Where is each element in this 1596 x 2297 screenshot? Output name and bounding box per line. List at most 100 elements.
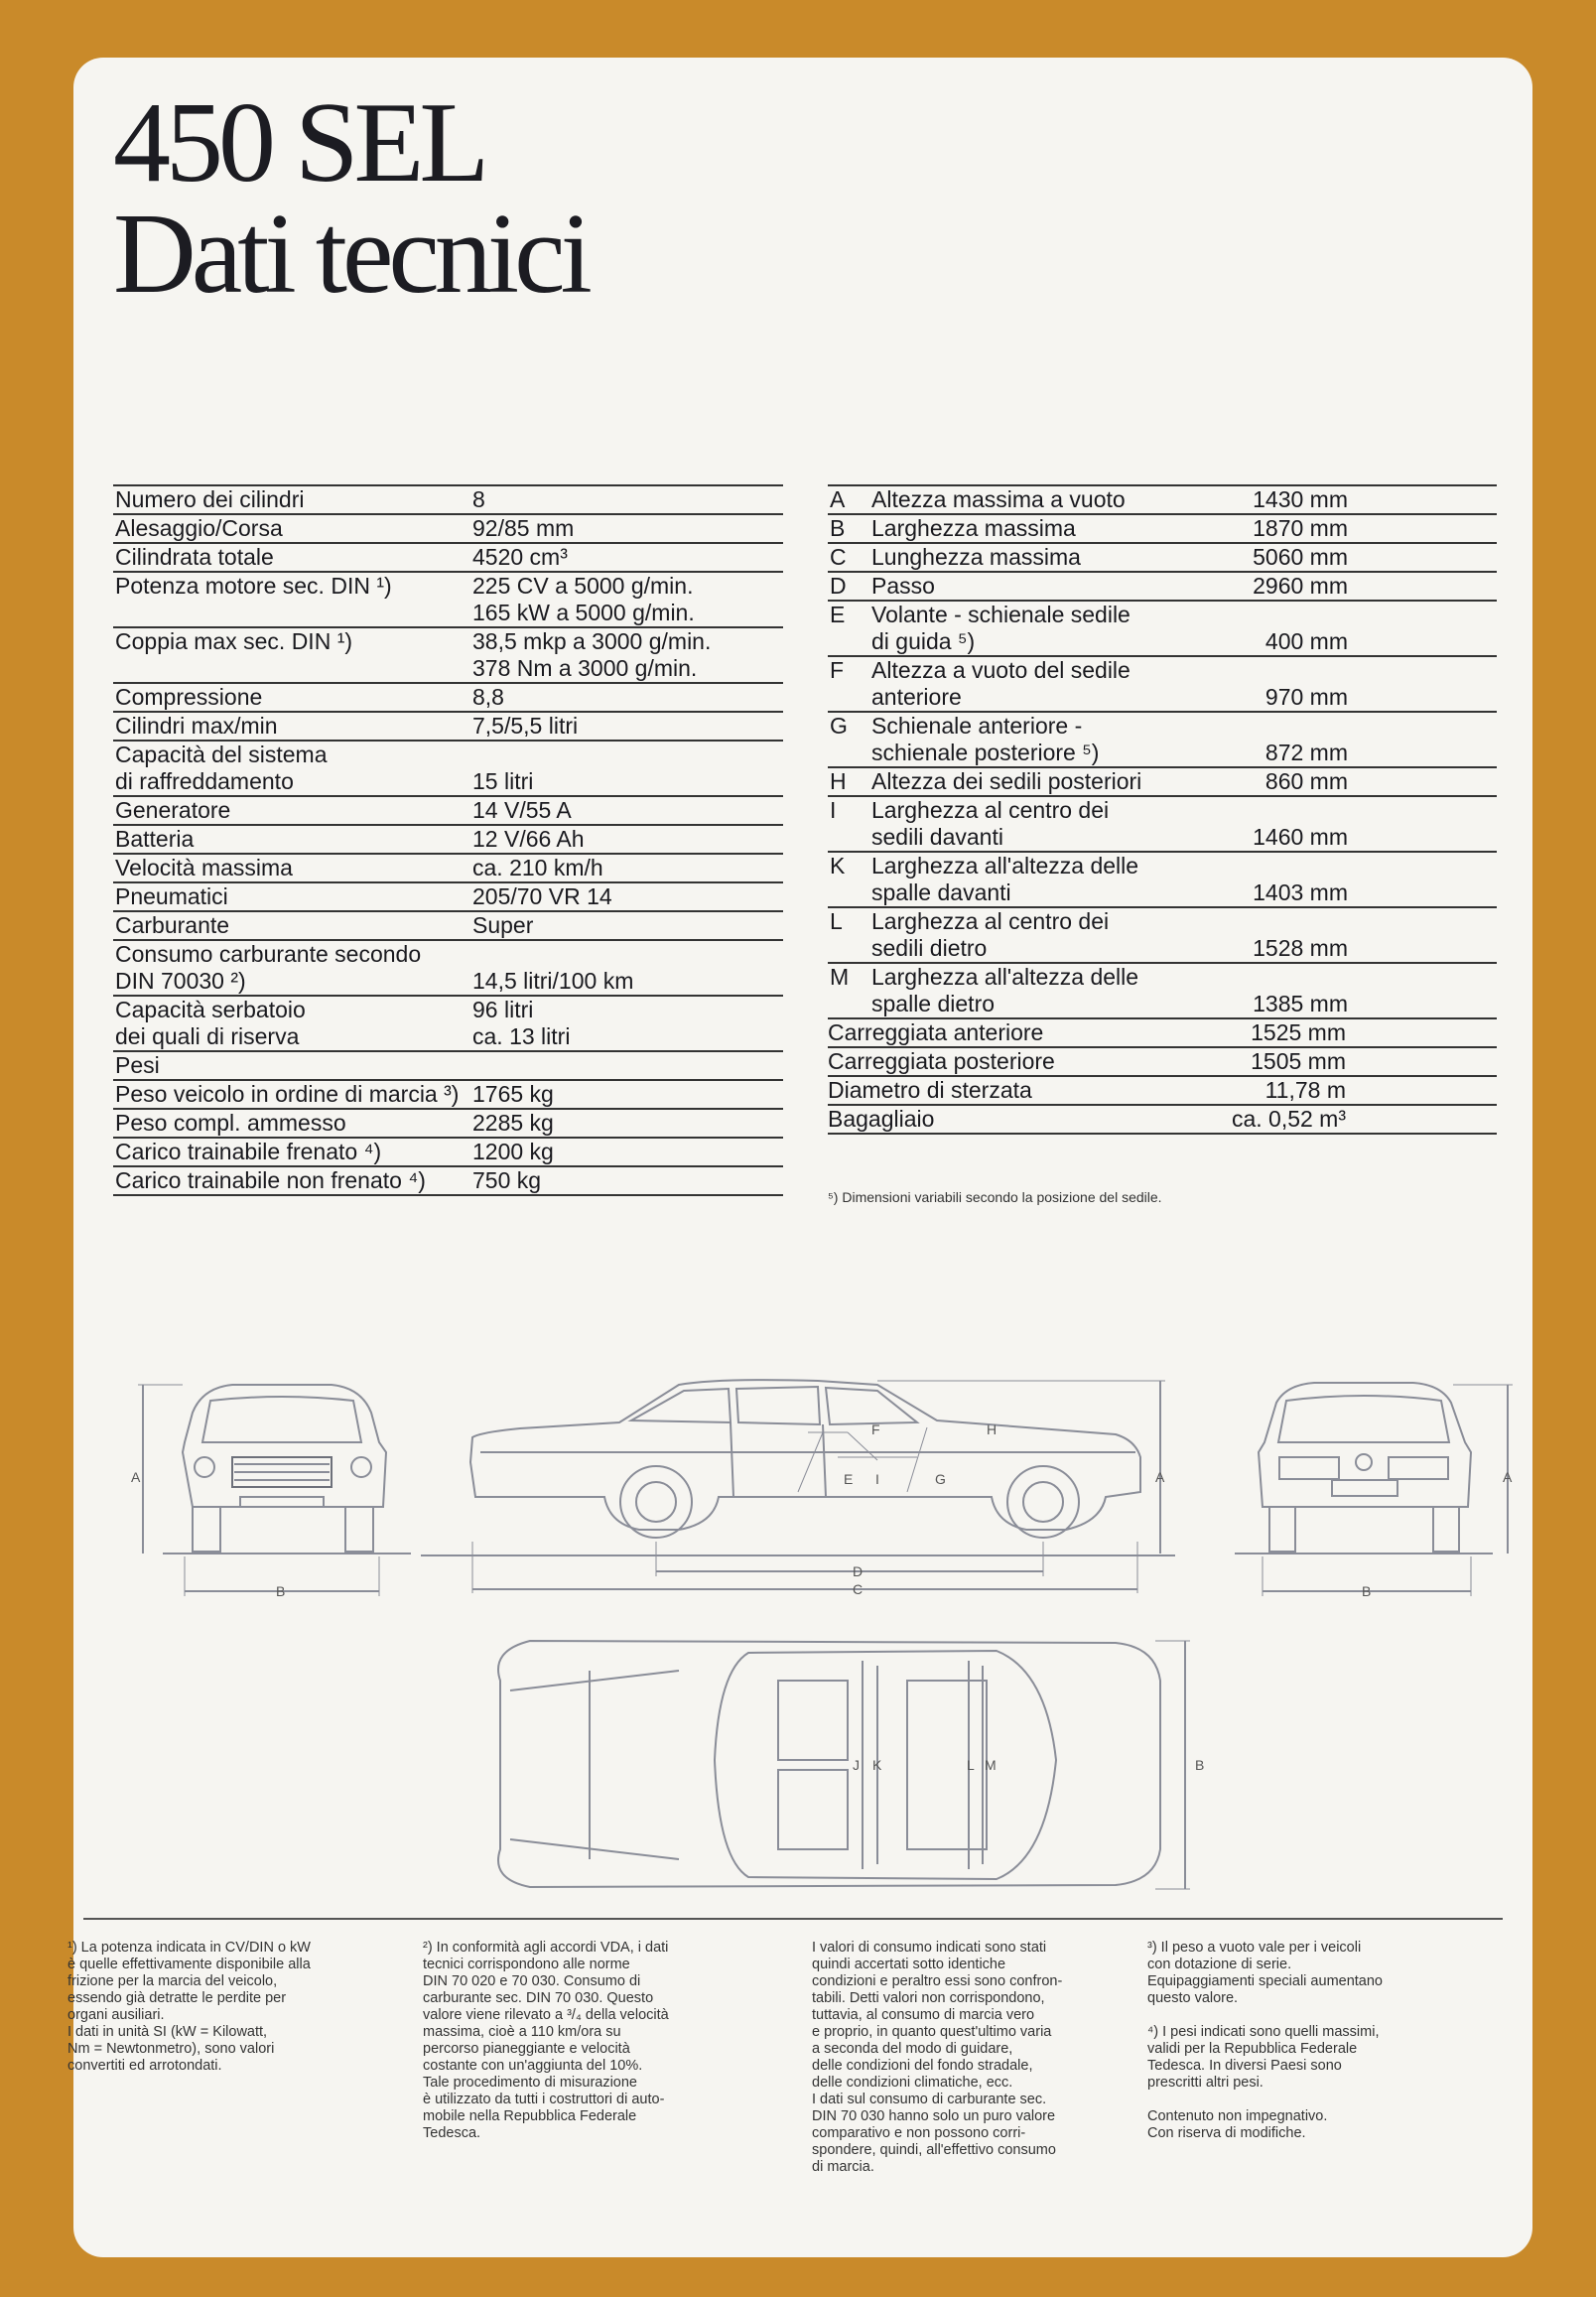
- spec-label: Numero dei cilindri: [115, 486, 305, 512]
- dim-label-m: M: [985, 1757, 997, 1773]
- spec-row: Peso veicolo in ordine di marcia ³) 1765 …: [113, 1079, 783, 1108]
- footnote-divider: [83, 1918, 1503, 1920]
- dim-label-c: C: [853, 1581, 863, 1597]
- spec-row: Carburante Super: [113, 910, 783, 939]
- seat-position-note: ⁵) Dimensioni variabili secondo la posiz…: [828, 1189, 1162, 1205]
- spec-row: Potenza motore sec. DIN ¹)225 CV a 5000 …: [113, 571, 783, 626]
- title-subtitle: Dati tecnici: [113, 191, 593, 318]
- dim-label-b-rear: B: [1362, 1583, 1371, 1599]
- spec-label: Carico trainabile non frenato ⁴): [115, 1167, 426, 1193]
- dim-label-e: E: [844, 1471, 853, 1487]
- spec-row: Pesi: [113, 1050, 783, 1079]
- dimension-label: Volante - schienale sedile di guida ⁵): [871, 602, 1130, 654]
- spec-label: Coppia max sec. DIN ¹): [115, 628, 353, 654]
- footnote-1: ¹) La potenza indicata in CV/DIN o kW è …: [67, 1940, 311, 2074]
- rear-view-drawing: [1235, 1382, 1513, 1596]
- spec-value: 15 litri: [472, 768, 534, 794]
- dim-label-d: D: [853, 1563, 863, 1579]
- dimension-value: 11,78 m: [1264, 1077, 1346, 1103]
- dimension-value: 5060 mm: [1253, 544, 1348, 570]
- dimension-letter: E: [830, 602, 846, 627]
- spec-value: 14,5 litri/100 km: [472, 968, 634, 994]
- dimension-label: Passo: [871, 573, 935, 599]
- dimension-label: Lunghezza massima: [871, 544, 1081, 570]
- dimension-value: 1460 mm: [1253, 824, 1348, 850]
- spec-value: 96 litri ca. 13 litri: [472, 997, 571, 1049]
- spec-value: 14 V/55 A: [472, 797, 572, 823]
- spec-row: Carico trainabile non frenato ⁴)750 kg: [113, 1165, 783, 1196]
- dimension-letter: A: [830, 486, 846, 512]
- spec-label: Carico trainabile frenato ⁴): [115, 1139, 382, 1164]
- dimension-value: 1403 mm: [1253, 879, 1348, 905]
- spec-row: Batteria 12 V/66 Ah: [113, 824, 783, 853]
- dimension-row: K Larghezza all'altezza delle spalle dava…: [828, 851, 1497, 906]
- dim-label-l: L: [967, 1757, 975, 1773]
- spec-label: Carburante: [115, 912, 230, 938]
- spec-value: 38,5 mkp a 3000 g/min. 378 Nm a 3000 g/m…: [472, 628, 712, 681]
- dimension-letter: D: [830, 573, 847, 599]
- dimension-value: 2960 mm: [1253, 573, 1348, 599]
- spec-sheet-card: 450 SEL Dati tecnici Numero dei cilindri…: [67, 58, 1532, 2257]
- dimension-label: Schienale anteriore - schienale posterio…: [871, 713, 1100, 765]
- spec-row: Coppia max sec. DIN ¹) 38,5 mkp a 3000 g/…: [113, 626, 783, 682]
- spec-label: Velocità massima: [115, 855, 293, 880]
- dimension-label: Larghezza all'altezza delle spalle davan…: [871, 853, 1139, 905]
- dimension-label: Larghezza all'altezza delle spalle dietr…: [871, 964, 1139, 1016]
- dimension-value: 1385 mm: [1253, 991, 1348, 1016]
- dim-label-i: I: [875, 1471, 879, 1487]
- dimension-label: Larghezza massima: [871, 515, 1076, 541]
- spec-value: 205/70 VR 14: [472, 883, 612, 909]
- dimension-label: Carreggiata anteriore: [828, 1019, 1044, 1045]
- dim-label-b-front: B: [276, 1583, 285, 1599]
- top-view-drawing: [497, 1639, 1190, 1890]
- spec-value: ca. 210 km/h: [472, 855, 603, 880]
- spec-value: Super: [472, 912, 534, 938]
- spec-label: Peso compl. ammesso: [115, 1110, 346, 1136]
- dimension-row: D Passo 2960 mm: [828, 571, 1497, 600]
- car-dimension-drawings: A B F H E I G A D C: [131, 1379, 1513, 1890]
- spec-label: Batteria: [115, 826, 195, 852]
- spec-label: Peso veicolo in ordine di marcia ³): [115, 1081, 460, 1107]
- dimension-value: 1528 mm: [1253, 935, 1348, 961]
- spec-label: Pneumatici: [115, 883, 228, 909]
- page-title: 450 SEL Dati tecnici: [113, 79, 593, 318]
- dimension-value: 872 mm: [1264, 740, 1348, 765]
- dimension-label: Larghezza al centro dei sedili dietro: [871, 908, 1110, 961]
- dim-label-j: J: [853, 1757, 860, 1773]
- dimension-letter: F: [830, 657, 845, 683]
- dimension-label: Larghezza al centro dei sedili davanti: [871, 797, 1110, 850]
- dimension-letter: K: [830, 853, 846, 878]
- dim-label-a-side: A: [1155, 1469, 1165, 1485]
- spec-value: 1200 kg: [472, 1139, 554, 1164]
- spec-value: 92/85 mm: [472, 515, 575, 541]
- spec-value: 2285 kg: [472, 1110, 554, 1136]
- spec-value: 12 V/66 Ah: [472, 826, 585, 852]
- dimension-letter: H: [830, 768, 847, 794]
- spec-row: Consumo carburante secondo DIN 70030 ²)1…: [113, 939, 783, 995]
- spec-value: [472, 1052, 783, 1079]
- model-name: 450 SEL: [113, 79, 489, 206]
- spec-value: 225 CV a 5000 g/min. 165 kW a 5000 g/min…: [472, 573, 695, 625]
- dimension-value: 1870 mm: [1253, 515, 1348, 541]
- front-view-drawing: [138, 1384, 411, 1596]
- spec-row: Pneumatici 205/70 VR 14: [113, 881, 783, 910]
- spec-label: Cilindri max/min: [115, 713, 278, 739]
- dimension-label: Altezza dei sedili posteriori: [871, 768, 1142, 794]
- spec-value: 1765 kg: [472, 1081, 554, 1107]
